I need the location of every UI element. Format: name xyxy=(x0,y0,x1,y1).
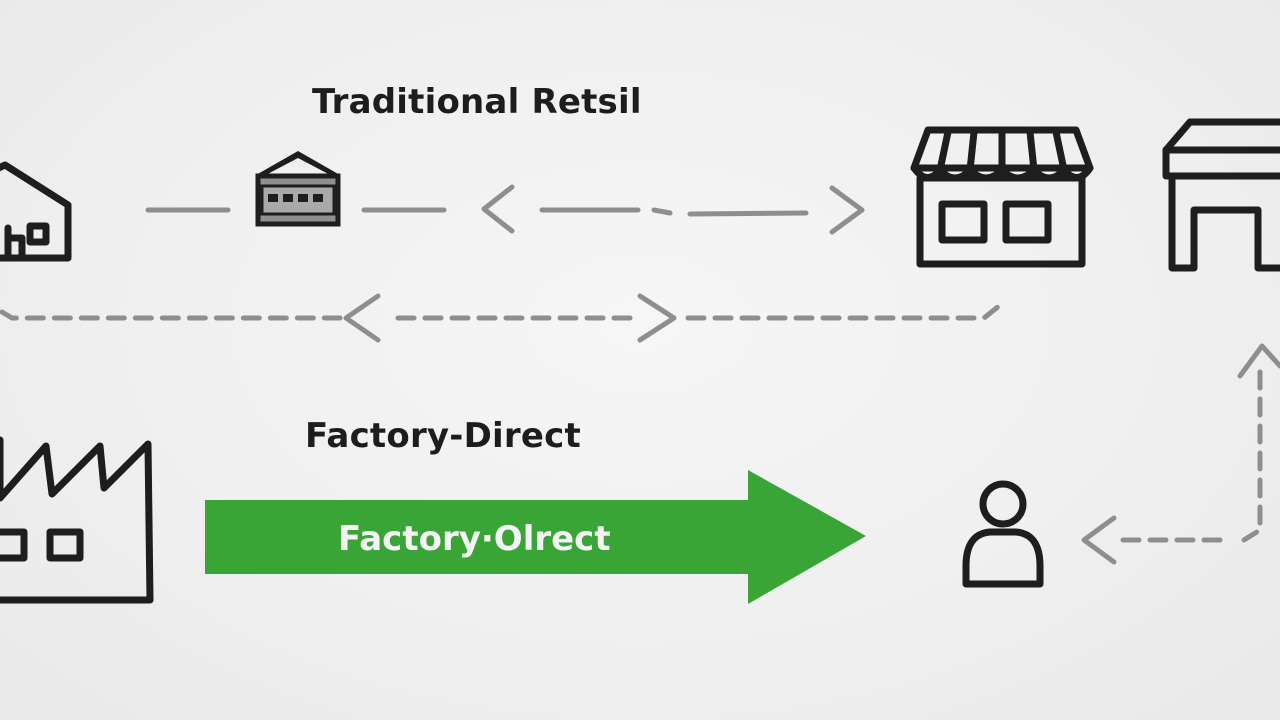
chevron-left-icon xyxy=(343,293,381,343)
return-flow-connector xyxy=(0,293,1007,343)
chevron-right-icon xyxy=(637,293,677,343)
connector-segment xyxy=(651,207,673,216)
person-icon xyxy=(962,480,1044,588)
arrow-label: Factory·Olrect xyxy=(338,519,611,559)
chevron-right-icon xyxy=(829,185,865,235)
factory-icon xyxy=(0,436,154,604)
small-warehouse-icon xyxy=(255,151,341,227)
factory-direct-title: Factory-Direct xyxy=(305,416,581,456)
storefront-icon xyxy=(910,126,1094,268)
dashed-line xyxy=(685,299,1007,321)
shop-building-icon xyxy=(1162,118,1280,272)
chevron-left-icon xyxy=(1081,515,1117,565)
chevron-left-icon xyxy=(481,184,515,234)
factory-direct-arrow: Factory·Olrect xyxy=(205,470,866,604)
consumer-return-connector xyxy=(1081,343,1280,565)
arrow-shape xyxy=(205,470,866,604)
traditional-chain-connectors xyxy=(145,184,865,235)
connector-segment xyxy=(687,210,809,217)
traditional-retail-title: Traditional Retsil xyxy=(312,82,642,122)
dashed-line xyxy=(1241,369,1263,543)
chevron-up-icon xyxy=(1237,343,1280,379)
dashed-line xyxy=(0,309,343,321)
warehouse-icon xyxy=(0,161,72,262)
